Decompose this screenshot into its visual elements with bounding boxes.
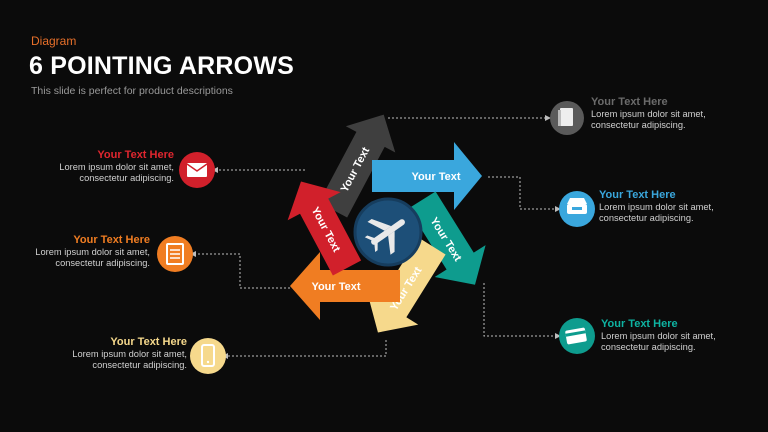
slide-subtitle: This slide is perfect for product descri… xyxy=(31,85,233,97)
arrow-blue: Your Text xyxy=(372,142,482,210)
envelope-icon xyxy=(179,152,215,188)
item-text-line1: Lorem ipsum dolor sit amet, xyxy=(72,349,187,359)
arrow-label: Your Text xyxy=(411,171,460,183)
connector-mid-right xyxy=(488,176,555,210)
item-text-line2: consectetur adipiscing. xyxy=(92,360,187,370)
item-text-line2: consectetur adipiscing. xyxy=(591,120,686,130)
item-text-line1: Lorem ipsum dolor sit amet, xyxy=(59,162,174,172)
item-top-left: Your Text Here Lorem ipsum dolor sit ame… xyxy=(4,149,174,184)
smartphone-icon xyxy=(190,338,226,374)
item-text-line1: Lorem ipsum dolor sit amet, xyxy=(599,202,714,212)
arrow-shape xyxy=(372,142,482,210)
airplane-icon xyxy=(364,219,405,255)
item-text-line2: consectetur adipiscing. xyxy=(601,342,696,352)
item-title: Your Text Here xyxy=(601,318,678,330)
credit-card-icon xyxy=(559,318,595,354)
center-hub xyxy=(353,197,423,267)
connector-bottom-left xyxy=(228,340,387,357)
inbox-tray-icon xyxy=(559,191,595,227)
arrow-shape xyxy=(290,252,400,320)
document-icon xyxy=(157,236,193,272)
connector-bottom-right xyxy=(483,283,555,337)
item-title: Your Text Here xyxy=(97,149,174,161)
item-bottom-left: Your Text Here Lorem ipsum dolor sit ame… xyxy=(17,336,187,371)
item-title: Your Text Here xyxy=(591,96,668,108)
arrow-shape xyxy=(287,181,362,276)
book-icon xyxy=(550,101,584,135)
item-bottom-right: Your Text Here Lorem ipsum dolor sit ame… xyxy=(601,318,768,353)
item-text-line1: Lorem ipsum dolor sit amet, xyxy=(35,247,150,257)
arrow-orange: Your Text xyxy=(290,252,400,320)
item-text-line2: consectetur adipiscing. xyxy=(55,258,150,268)
item-text-line1: Lorem ipsum dolor sit amet, xyxy=(601,331,716,341)
item-top-right: Your Text Here Lorem ipsum dolor sit ame… xyxy=(591,96,761,131)
slide-category: Diagram xyxy=(31,34,77,48)
item-text-line1: Lorem ipsum dolor sit amet, xyxy=(591,109,706,119)
item-mid-right: Your Text Here Lorem ipsum dolor sit ame… xyxy=(599,189,768,224)
item-title: Your Text Here xyxy=(599,189,676,201)
arrow-shape xyxy=(367,237,446,333)
item-title: Your Text Here xyxy=(73,234,150,246)
item-text-line2: consectetur adipiscing. xyxy=(599,213,694,223)
item-text-line2: consectetur adipiscing. xyxy=(79,173,174,183)
arrow-label: Your Text xyxy=(311,281,360,293)
item-mid-left: Your Text Here Lorem ipsum dolor sit ame… xyxy=(0,234,150,269)
connector-mid-left xyxy=(196,253,290,289)
slide-title: 6 POINTING ARROWS xyxy=(29,52,294,80)
arrow-shape xyxy=(408,191,486,285)
item-title: Your Text Here xyxy=(110,336,187,348)
